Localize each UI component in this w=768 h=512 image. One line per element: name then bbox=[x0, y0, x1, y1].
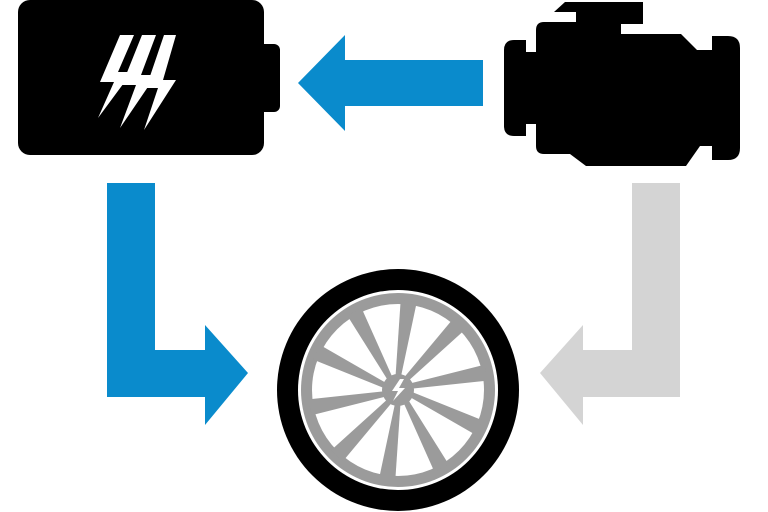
wheel-spoke bbox=[402, 397, 449, 473]
engine-icon bbox=[504, 2, 740, 166]
arrow-engine-to-battery bbox=[298, 35, 483, 131]
wheel-spoke bbox=[313, 345, 388, 389]
wheel-spoke bbox=[308, 391, 388, 416]
wheel-spoke bbox=[331, 397, 394, 462]
wheel-spoke bbox=[395, 300, 417, 379]
arrow-battery-to-wheel bbox=[107, 183, 248, 425]
wheel-spoke bbox=[408, 391, 483, 435]
lightning-bolt-icon bbox=[98, 35, 176, 130]
battery-icon bbox=[18, 0, 280, 155]
wheel-icon bbox=[277, 269, 519, 511]
wheel-spoke bbox=[402, 318, 465, 383]
wheel-spoke bbox=[379, 401, 401, 480]
wheel-spoke bbox=[347, 307, 394, 383]
wheel-spoke bbox=[408, 364, 488, 389]
arrow-engine-to-wheel bbox=[540, 183, 680, 425]
lightning-bolt-icon bbox=[392, 379, 405, 401]
